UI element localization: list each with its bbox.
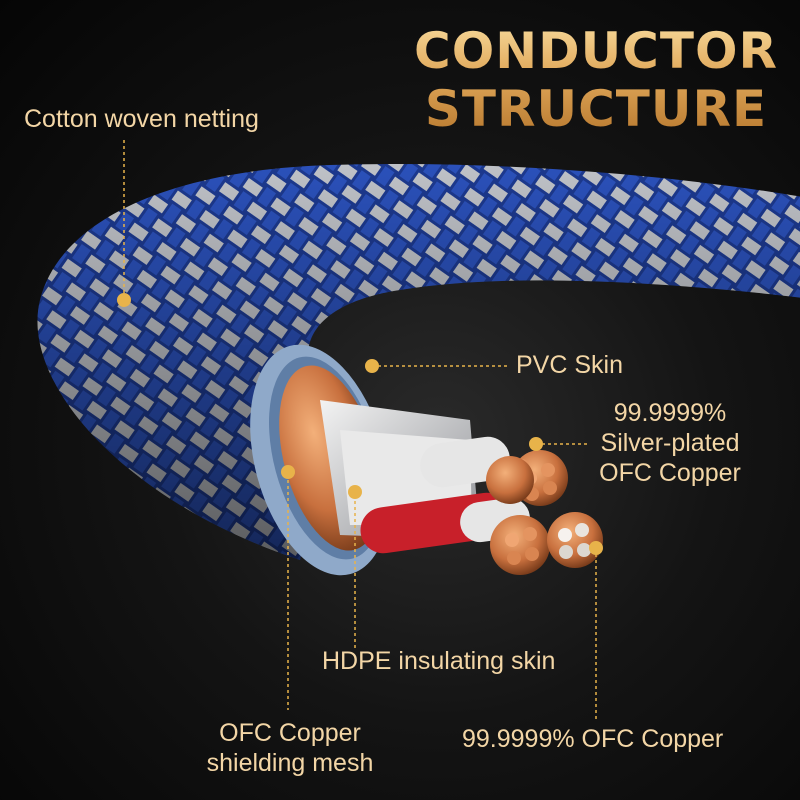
label-silver-line-3: OFC Copper xyxy=(599,459,741,487)
copper-strands xyxy=(486,450,603,575)
label-shield-line-2: shielding mesh xyxy=(206,749,374,777)
label-silver-line-1: 99.9999% xyxy=(613,399,727,427)
callout-dots xyxy=(117,293,603,555)
label-cotton-netting: Cotton woven netting xyxy=(24,105,259,133)
label-shielding-mesh: OFC Copper shielding mesh xyxy=(190,718,390,778)
label-silver-line-2: Silver-plated xyxy=(600,429,740,457)
label-silver-plated: 99.9999% Silver-plated OFC Copper xyxy=(590,398,750,488)
braided-cable xyxy=(37,164,800,560)
title-line-2: STRUCTURE xyxy=(424,80,768,138)
callout-lines xyxy=(123,140,597,722)
label-shield-line-1: OFC Copper xyxy=(219,719,361,747)
label-pvc-skin: PVC Skin xyxy=(516,351,623,379)
title-line-1: CONDUCTOR xyxy=(414,22,778,80)
label-hdpe: HDPE insulating skin xyxy=(322,647,556,675)
label-ofc-copper: 99.9999% OFC Copper xyxy=(462,725,724,753)
page-title: CONDUCTOR STRUCTURE xyxy=(414,22,778,138)
